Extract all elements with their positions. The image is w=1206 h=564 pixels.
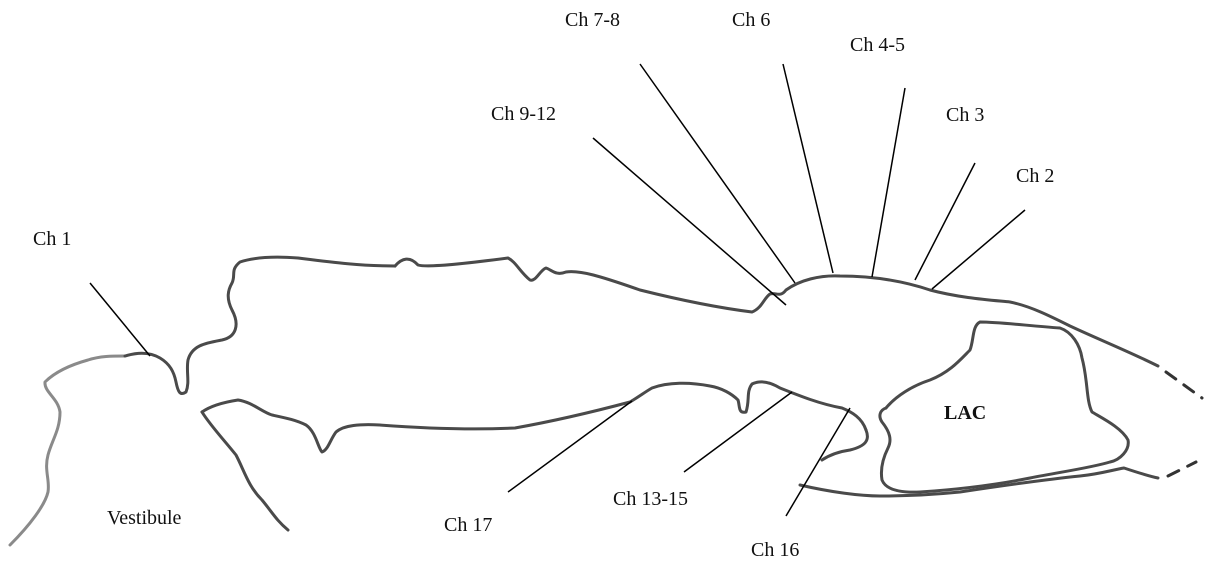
leader-ch1: [89, 282, 151, 357]
label-ch17: Ch 17: [444, 514, 492, 536]
label-ch9-12: Ch 9-12: [491, 103, 556, 125]
leader-ch3: [914, 162, 976, 281]
label-ch3: Ch 3: [946, 104, 984, 126]
leader-ch4-5: [871, 87, 906, 278]
leader-ch9-12: [592, 137, 787, 306]
label-vestibule: Vestibule: [107, 507, 182, 529]
vestibule-outline-dark: [123, 255, 397, 396]
label-ch7-8: Ch 7-8: [565, 9, 620, 31]
label-ch16: Ch 16: [751, 539, 799, 561]
upper-wall-dashed-end: [1164, 370, 1204, 400]
lower-wall-continuation: [200, 410, 290, 532]
label-ch4-5: Ch 4-5: [850, 34, 905, 56]
label-ch2: Ch 2: [1016, 165, 1054, 187]
label-ch6: Ch 6: [732, 9, 770, 31]
label-ch1: Ch 1: [33, 228, 71, 250]
lac-lower-dashed-end: [1166, 460, 1198, 478]
cochlea-upper-wall: [393, 256, 1160, 368]
cochlea-lower-wall: [200, 380, 868, 454]
label-lac: LAC: [944, 402, 986, 424]
leader-ch16: [785, 407, 851, 517]
leader-ch7-8: [639, 63, 796, 284]
leader-ch2: [931, 209, 1026, 290]
lac-lower-curve: [798, 466, 1160, 498]
lac-chamber-outline: [820, 320, 1130, 494]
label-ch13-15: Ch 13-15: [613, 488, 688, 510]
leader-ch13-15: [683, 391, 793, 473]
leader-ch6: [782, 63, 834, 274]
leader-ch17: [507, 400, 633, 493]
vestibule-outline: [8, 354, 127, 547]
